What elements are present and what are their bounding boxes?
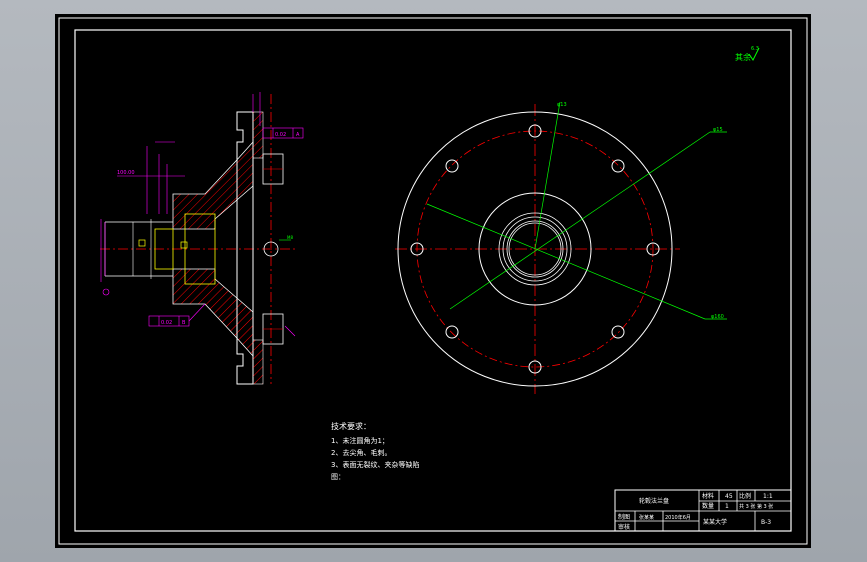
roughness-symbol-icon [748,47,760,61]
flange-hatch-top [252,111,264,159]
feature-mark-2 [180,241,188,249]
tb-sheet-info: 共 3 张 第 3 张 [739,503,773,510]
drawing-canvas[interactable]: 其余 6.3 [55,14,811,548]
tb-school: 某某大学 [703,518,727,526]
inner-recess [184,213,216,285]
flange-hatch-bottom [252,339,264,385]
dim-text-1: 100.00 [117,170,135,176]
tb-date: 2010年6月 [665,514,691,521]
tb-scale-label: 比例 [739,492,751,500]
dim-leader-top [534,101,561,250]
hub-circle-3 [502,216,568,282]
bolt-circle [416,130,654,368]
dim-leader-diag-2 [449,131,711,310]
tol-bottom-value: 0.02 [161,320,172,326]
front-view: φ160 φ15 φ13 [395,101,727,394]
roughness-note: 其余 6.3 [735,46,760,62]
tol-leader-bottom [188,303,206,322]
bolt-hole-1 [528,124,542,138]
title-block: 轮毂法兰盘 材料 45 比例 1:1 数量 1 共 3 张 第 3 张 制图 审… [614,489,792,532]
tb-material-value: 45 [725,493,733,500]
tol-top-ref: A [296,132,300,138]
tol-bottom-ref: B [182,320,186,326]
bolt-hole-4 [611,325,625,339]
hole-note-top: φ13 [557,102,567,108]
tb-scale-value: 1:1 [763,493,773,500]
tb-designer-name: 张某某 [639,514,654,521]
tech-req-extra: 图： [331,473,345,481]
bolt-hole-2 [611,159,625,173]
hole-note-right: φ15 [713,127,723,133]
roughness-text: 其余 [735,52,751,62]
tb-qty-label: 数量 [702,502,714,510]
drawing-sheet: 其余 6.3 [55,14,811,548]
bolt-hole-8 [445,159,459,173]
tb-part-name: 轮毂法兰盘 [639,497,669,505]
outer-border [58,17,808,545]
hub-circle-2 [498,212,572,286]
datum-circle-icon [102,288,110,296]
roughness-value: 6.3 [751,46,759,52]
feature-mark-1 [138,239,146,247]
inner-groove [154,228,174,270]
tb-material-label: 材料 [702,492,714,500]
tb-drawing-no: B-3 [761,519,771,526]
tech-req-item-2: 2、去尖角、毛刺。 [331,448,391,457]
dim-leader-diag-1 [426,203,706,320]
inner-border [74,29,792,532]
tb-qty-value: 1 [725,503,729,510]
hole-note-bottom: φ160 [711,314,724,320]
tech-req-title: 技术要求： [331,421,371,431]
tech-req-item-1: 1、未注圆角为1； [331,436,389,445]
tech-requirements: 技术要求： 1、未注圆角为1； 2、去尖角、毛刺。 3、表面无裂纹、夹杂等缺陷 … [331,421,419,481]
bolt-hole-6 [445,325,459,339]
section-leader-text: M8 [287,235,293,240]
bolt-hole-5 [528,360,542,374]
tol-top-value: 0.02 [275,132,286,138]
tech-req-item-3: 3、表面无裂纹、夹杂等缺陷 [331,460,419,469]
title-block-frame [614,489,792,532]
bolt-hole-3 [646,242,660,256]
tb-checker-label: 审核 [618,523,630,531]
hub-circle-4 [506,220,564,278]
tolerance-frame-top [262,127,304,139]
bolt-dim-leader [284,325,296,337]
section-view [100,94,295,385]
center-hole [263,241,279,257]
hub-outer-circle [478,192,592,306]
section-dimensions: 100.00 0.02 A 0.02 B [100,92,304,337]
flange-outer-circle [397,111,673,387]
bolt-hole-7 [410,242,424,256]
tb-designer-label: 制图 [618,513,630,521]
hub-bore-circle [508,222,562,276]
